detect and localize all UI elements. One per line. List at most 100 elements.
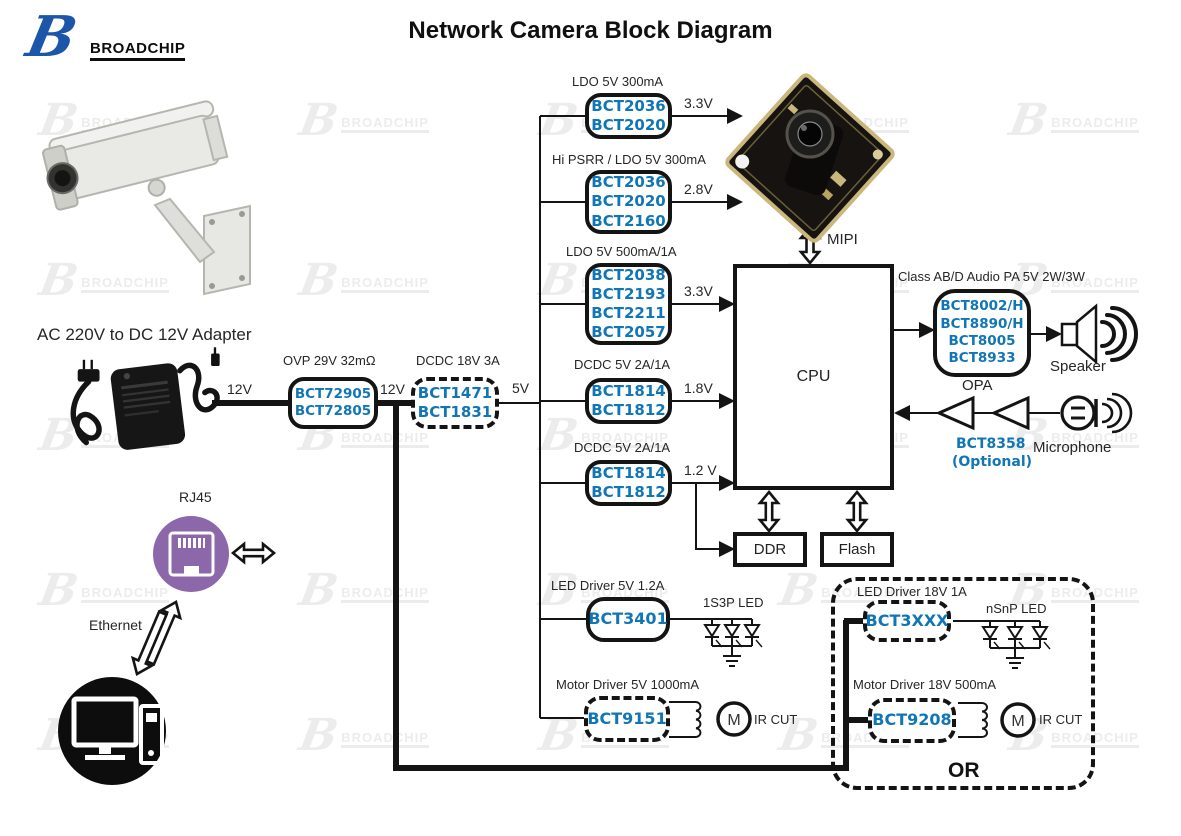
- adapter-label: AC 220V to DC 12V Adapter: [37, 325, 252, 344]
- part-number: BCT2038: [591, 265, 666, 284]
- microphone-label: Microphone: [1033, 439, 1112, 456]
- chip-audio-pa: BCT8002/H BCT8890/H BCT8005 BCT8933: [933, 289, 1031, 377]
- motor18-label: Motor Driver 18V 500mA: [853, 677, 997, 692]
- ircut18-label: IR CUT: [1039, 712, 1083, 727]
- arrowheads: [719, 108, 1062, 557]
- watermark: BBROADCHIP: [295, 710, 429, 761]
- part-number: BCT1814: [591, 463, 666, 482]
- part-number: BCT72905: [294, 385, 372, 402]
- wire-label-12v-mid: 12V: [380, 381, 405, 397]
- ircut5-label: IR CUT: [754, 712, 798, 727]
- speaker-label: Speaker: [1050, 358, 1106, 375]
- motor-m-label: M: [727, 712, 740, 729]
- watermark: BBROADCHIP: [35, 255, 169, 306]
- part-number: BCT1471: [417, 383, 493, 402]
- brand-b-icon: B: [20, 4, 83, 70]
- watermark: BBROADCHIP: [295, 95, 429, 146]
- camera-module-photo: [725, 73, 895, 243]
- ethernet-arrows-icon: [130, 600, 183, 676]
- chip-dcdc18: BCT1471 BCT1831: [411, 377, 499, 429]
- part-number: BCT2020: [591, 192, 666, 211]
- motor-m-label: M: [1011, 713, 1024, 730]
- dcdc18-label: DCDC 18V 3A: [416, 353, 500, 368]
- part-number: BCT8005: [948, 333, 1016, 349]
- motor5-label: Motor Driver 5V 1000mA: [556, 677, 700, 692]
- chip-motor18: BCT9208: [868, 698, 956, 743]
- cpu-block: CPU: [733, 264, 894, 490]
- out-label-1v2: 1.2 V: [684, 462, 717, 478]
- signal-wires: [496, 115, 1060, 719]
- rj45-arrow: [230, 541, 277, 565]
- or-label: OR: [948, 759, 980, 782]
- motor-m-icon: [1000, 702, 1036, 738]
- led-array-nsnp-icon: [981, 620, 1051, 669]
- part-number: BCT2036: [591, 96, 666, 115]
- page-title: Network Camera Block Diagram: [408, 17, 773, 44]
- out-label-1v8: 1.8V: [684, 380, 713, 396]
- power-12v-wires: [212, 400, 871, 771]
- part-number: BCT2193: [591, 284, 666, 303]
- microphone-icon: [1060, 392, 1133, 434]
- opa-label: OPA: [962, 377, 993, 394]
- motor-18v-icon: M: [958, 702, 1036, 738]
- dcdc2-label: DCDC 5V 2A/1A: [574, 440, 671, 455]
- speaker-icon: [1060, 303, 1138, 365]
- part-number: BCT72805: [294, 403, 372, 419]
- coil-icon: [695, 701, 702, 738]
- amplifier-icons: [935, 395, 1030, 431]
- watermark: BBROADCHIP: [295, 255, 429, 306]
- part-number: BCT1812: [591, 401, 666, 419]
- out-label-3v3-b: 3.3V: [684, 283, 713, 299]
- part-number: BCT8002/H: [940, 298, 1024, 315]
- mipi-label: MIPI: [827, 231, 858, 248]
- part-number: BCT2160: [591, 211, 666, 230]
- watermark: BBROADCHIP: [295, 410, 429, 461]
- alt-18v-option-group: [831, 577, 1095, 790]
- part-number: BCT3XXX: [865, 610, 949, 630]
- chip-dcdc1: BCT1814 BCT1812: [585, 378, 672, 424]
- led5-label: LED Driver 5V 1.2A: [551, 578, 665, 593]
- mic-optional-label: (Optional): [952, 454, 1033, 470]
- watermark: BBROADCHIP: [1005, 410, 1139, 461]
- watermark: BBROADCHIP: [1005, 95, 1139, 146]
- ldo2-label: Hi PSRR / LDO 5V 300mA: [552, 152, 706, 167]
- watermark: BBROADCHIP: [535, 565, 669, 616]
- wire-label-5v: 5V: [512, 380, 530, 396]
- led18-label: LED Driver 18V 1A: [857, 584, 967, 599]
- chip-dcdc2: BCT1814 BCT1812: [585, 460, 672, 506]
- part-number: BCT2020: [591, 116, 666, 134]
- watermark: BBROADCHIP: [295, 565, 429, 616]
- chip-motor5: BCT9151: [584, 696, 670, 742]
- flash-block: Flash: [820, 532, 894, 567]
- ldo3-label: LDO 5V 500mA/1A: [566, 244, 677, 259]
- power-adapter-photo: [70, 347, 220, 450]
- watermark: BBROADCHIP: [535, 410, 669, 461]
- part-number: BCT2036: [591, 173, 666, 192]
- mic-part-label: BCT8358: [956, 436, 1026, 452]
- chip-led5: BCT3401: [586, 597, 670, 642]
- part-number: BCT9208: [872, 710, 952, 730]
- chip-ldo1: BCT2036 BCT2020: [585, 93, 672, 139]
- part-number: BCT8933: [948, 350, 1016, 367]
- wire-label-12v-in: 12V: [227, 381, 252, 397]
- coil-icon: [981, 702, 988, 738]
- brand-logo: B BROADCHIP: [21, 4, 186, 70]
- ddr-block: DDR: [733, 532, 807, 567]
- chip-led18: BCT3XXX: [863, 600, 951, 642]
- ddr-arrow: [757, 489, 781, 534]
- flash-arrow: [845, 489, 869, 534]
- part-number: BCT8890/H: [940, 315, 1024, 332]
- motor-5v-icon: M: [669, 701, 752, 738]
- part-number: BCT2211: [591, 304, 666, 322]
- part-number: BCT3401: [588, 609, 668, 629]
- chip-ldo2: BCT2036 BCT2020 BCT2160: [585, 170, 672, 234]
- part-number: BCT1831: [417, 403, 493, 421]
- chip-ldo3: BCT2038 BCT2193 BCT2211 BCT2057: [585, 263, 672, 345]
- rj45-label: RJ45: [179, 489, 212, 505]
- watermark: BBROADCHIP: [1005, 255, 1139, 306]
- ethernet-label: Ethernet: [89, 617, 142, 633]
- part-number: BCT9151: [587, 708, 667, 728]
- led-array-1s3p-icon: [703, 618, 763, 667]
